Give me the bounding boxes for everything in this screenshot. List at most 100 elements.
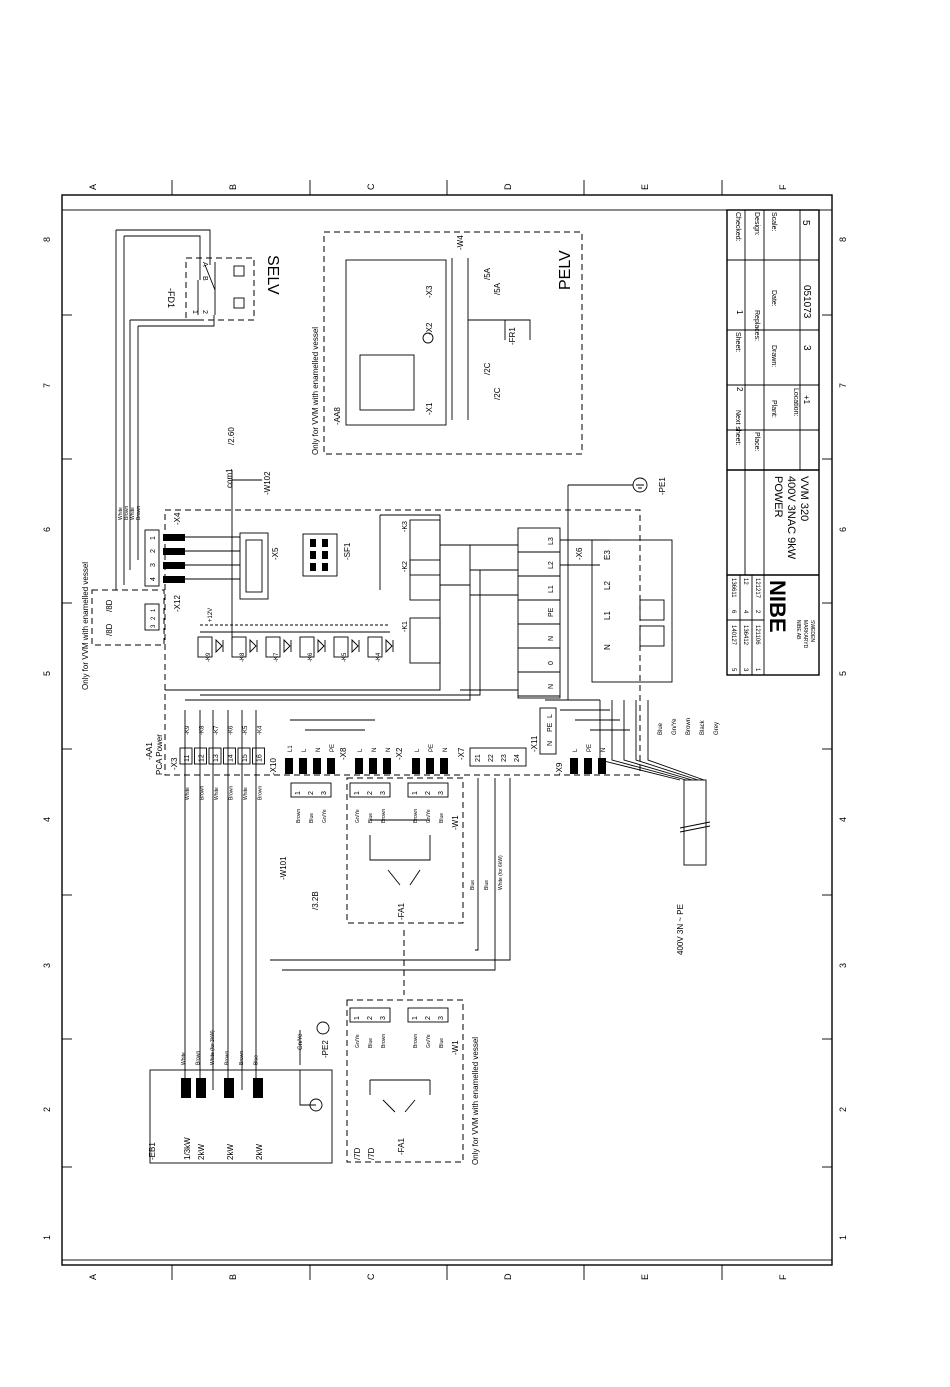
x7-label: -X7 bbox=[457, 747, 466, 760]
w1b-wire-1: Gn/Ye bbox=[426, 809, 432, 823]
x7-terminal-24: 24 bbox=[514, 754, 521, 762]
rev-1-date: 140127 bbox=[730, 625, 736, 646]
x11-label: -X11 bbox=[530, 735, 539, 752]
pelv-box bbox=[323, 231, 583, 455]
w101-wire-2: Gn/Ye bbox=[322, 809, 328, 823]
col-marker-top-E: E bbox=[640, 184, 650, 190]
scale-value: 5 bbox=[800, 220, 811, 226]
col-marker-bottom-C: C bbox=[366, 1273, 376, 1280]
pelv-label: PELV bbox=[557, 250, 574, 290]
x4-w3: White bbox=[130, 507, 136, 520]
x6-terminal-3: PE bbox=[548, 607, 555, 617]
x3-ref-14: -K6 bbox=[229, 725, 235, 735]
col-marker-bottom-D: D bbox=[503, 1273, 513, 1280]
x4-terminal-block: -X4 1 2 3 4 White Brown White Brown bbox=[118, 506, 240, 587]
w1b-num-2: 3 bbox=[438, 791, 445, 795]
eb1-load-3: 2kW bbox=[226, 1144, 235, 1160]
x4-label: -X4 bbox=[173, 512, 182, 525]
x7-terminal-23: 23 bbox=[501, 754, 508, 762]
x2b-terminal-2: N bbox=[443, 748, 449, 752]
x6-internal-2: L1 bbox=[603, 611, 612, 620]
row-marker-left-6: 6 bbox=[42, 527, 52, 532]
company-logo: NIBE bbox=[765, 580, 790, 633]
x6-label: -X6 bbox=[575, 547, 584, 560]
cable-color-4: Black bbox=[700, 719, 706, 735]
row-marker-right-1: 1 bbox=[838, 1235, 848, 1240]
x3-terminal-12: 12 bbox=[199, 754, 206, 762]
x11-terminal-0: L bbox=[547, 714, 554, 718]
x3-wire-12: Brown bbox=[200, 786, 206, 800]
x3-terminal-11: 11 bbox=[184, 755, 191, 762]
fd1-2: 2 bbox=[201, 310, 208, 314]
design-label: Design: bbox=[753, 212, 760, 236]
x3-terminal-14: 14 bbox=[228, 754, 235, 762]
x10-terminal-1: L bbox=[302, 748, 308, 752]
inner-frame bbox=[61, 209, 833, 1261]
w1c-num-2: 3 bbox=[380, 1016, 387, 1020]
col-marker-top-B: B bbox=[228, 184, 238, 190]
x3-label: -X3 bbox=[425, 285, 434, 298]
contactor-group: -K3 -K2 -K1 bbox=[165, 514, 470, 691]
col-marker-bottom-F: F bbox=[778, 1274, 788, 1280]
fr1-label: -FR1 bbox=[508, 327, 517, 345]
x12-group: -X12 /8D /8D Only for VVM with enamelled… bbox=[81, 562, 182, 690]
w1a-wire-2: Brown bbox=[381, 809, 387, 823]
date-label: Date: bbox=[770, 290, 777, 307]
com1-group: com1 /2.60 -W102 bbox=[225, 427, 272, 640]
title-block: Checked: Design: Scale: 5 Sheet: 1 Repla… bbox=[726, 209, 820, 676]
eb1-load-4: 2kW bbox=[255, 1144, 264, 1160]
x3-terminal-16: 16 bbox=[257, 754, 264, 762]
x6-terminal-6: N bbox=[548, 684, 555, 689]
w4-label: -W4 bbox=[456, 235, 465, 250]
fa1b-label: -FA1 bbox=[397, 1138, 406, 1155]
cable-color-5: Grey bbox=[714, 722, 720, 735]
row-marker-left-7: 7 bbox=[42, 383, 52, 388]
x2b-terminal-0: L bbox=[415, 748, 421, 752]
row-marker-left-8: 8 bbox=[42, 237, 52, 242]
x6-internal-3: N bbox=[603, 644, 612, 650]
fd1-label: -FD1 bbox=[166, 288, 176, 308]
row-marker-right-2: 2 bbox=[838, 1107, 848, 1112]
sheet-label: Sheet: bbox=[734, 332, 741, 352]
relay-driver--k9: -K9 bbox=[206, 652, 212, 662]
row-marker-left-1: 1 bbox=[42, 1235, 52, 1240]
row-marker-left-4: 4 bbox=[42, 817, 52, 822]
ref-5a: /5A bbox=[483, 267, 492, 280]
w1d-wire-0: Brown bbox=[413, 1034, 419, 1048]
col-marker-bottom-E: E bbox=[640, 1274, 650, 1280]
ref-5a-2: /5A bbox=[493, 282, 502, 295]
pelv-section: Only for VVM with enamelled vessel -AA8 … bbox=[311, 231, 583, 455]
supply-cable: 400V 3N ~ PE Blue Gn/Ye Brown Black Grey bbox=[599, 700, 720, 955]
x5-plus12: +12V bbox=[208, 608, 214, 622]
x7-wire-0: Blue bbox=[470, 880, 476, 890]
x3-ref-15: -K5 bbox=[243, 725, 249, 735]
w1a-num-1: 2 bbox=[367, 791, 374, 795]
x8-terminal-2: N bbox=[386, 748, 392, 752]
fa1-lower-note: Only for VVM with enamelled vessel bbox=[471, 1037, 480, 1165]
k1-label: -K1 bbox=[402, 621, 409, 632]
row-marker-right-3: 3 bbox=[838, 963, 848, 968]
selv-note: Only for VVM with enamelled vessel bbox=[311, 327, 320, 455]
x3-wire-13: White bbox=[214, 787, 220, 800]
x11-terminal-1: PE bbox=[547, 722, 554, 732]
eb1-load-2: 2kW bbox=[197, 1144, 206, 1160]
x6-terminal-0: L3 bbox=[548, 537, 555, 545]
w1c-wire-0: Gn/Ye bbox=[355, 1034, 361, 1048]
ref-8d-2: /8D bbox=[105, 623, 114, 636]
w1d-num-2: 3 bbox=[438, 1016, 445, 1020]
w1a-num-0: 1 bbox=[354, 791, 361, 795]
x6-terminal-4: N bbox=[548, 636, 555, 641]
ref-8d: /8D bbox=[105, 599, 114, 612]
relay-driver--k5: -K5 bbox=[342, 652, 348, 662]
w101-label: -W101 bbox=[279, 856, 288, 880]
w1a-wire-0: Gn/Ye bbox=[355, 809, 361, 823]
x9-terminal-0: L bbox=[573, 748, 579, 752]
drawing-subtitle-2: VVM 320 bbox=[798, 476, 810, 521]
fa1-upper: -W1 -FA1 bbox=[346, 777, 464, 924]
col-marker-top-A: A bbox=[88, 184, 98, 190]
fd1-1: 1 bbox=[191, 310, 198, 314]
x6-internal-1: L2 bbox=[603, 581, 612, 590]
x2b-label: -X2 bbox=[395, 747, 404, 760]
